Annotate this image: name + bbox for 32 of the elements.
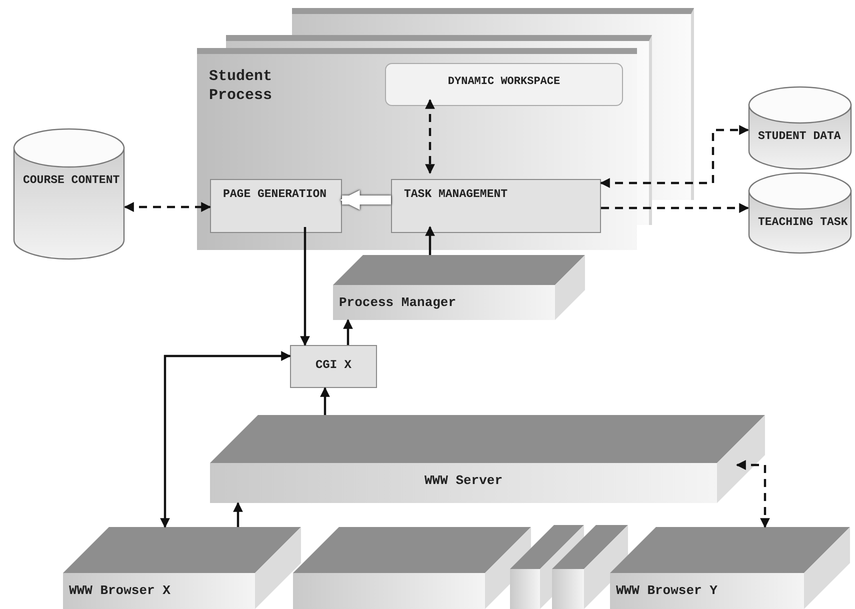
process-box xyxy=(210,179,342,233)
node-label: WWW Browser Y xyxy=(616,583,718,600)
arrow xyxy=(343,319,353,345)
dashed-arrow xyxy=(425,99,435,174)
node-label: Process Manager xyxy=(339,295,458,312)
process-panel xyxy=(197,48,637,250)
arrow xyxy=(160,351,291,528)
dashed-arrow xyxy=(601,203,749,213)
dashed-arrow xyxy=(736,460,770,528)
dashed-arrow xyxy=(124,202,211,212)
arrow xyxy=(233,502,243,527)
dashed-arrow xyxy=(600,125,749,188)
node-label: TEACHING TASK xyxy=(758,216,848,230)
hollow-arrow xyxy=(340,190,391,210)
node-label: TASK MANAGEMENT xyxy=(404,188,509,202)
arrow xyxy=(320,387,330,415)
node-label: PAGE GENERATION xyxy=(223,188,328,202)
node-label: STUDENT DATA xyxy=(758,130,842,144)
node-label: COURSE CONTENT xyxy=(23,174,121,188)
node-label: WWW Browser X xyxy=(69,583,172,600)
node-label: CGI X xyxy=(314,358,352,373)
node-label: Student Process xyxy=(209,68,274,106)
node-label: WWW Server xyxy=(423,473,504,490)
process-box xyxy=(290,345,377,388)
arrow xyxy=(425,226,435,255)
database-cylinder xyxy=(13,128,125,260)
arrow xyxy=(300,227,310,346)
process-box xyxy=(391,179,601,233)
database-cylinder xyxy=(748,172,852,254)
workspace-box xyxy=(385,63,623,106)
node-label: DYNAMIC WORKSPACE xyxy=(446,76,562,90)
database-cylinder xyxy=(748,86,852,170)
